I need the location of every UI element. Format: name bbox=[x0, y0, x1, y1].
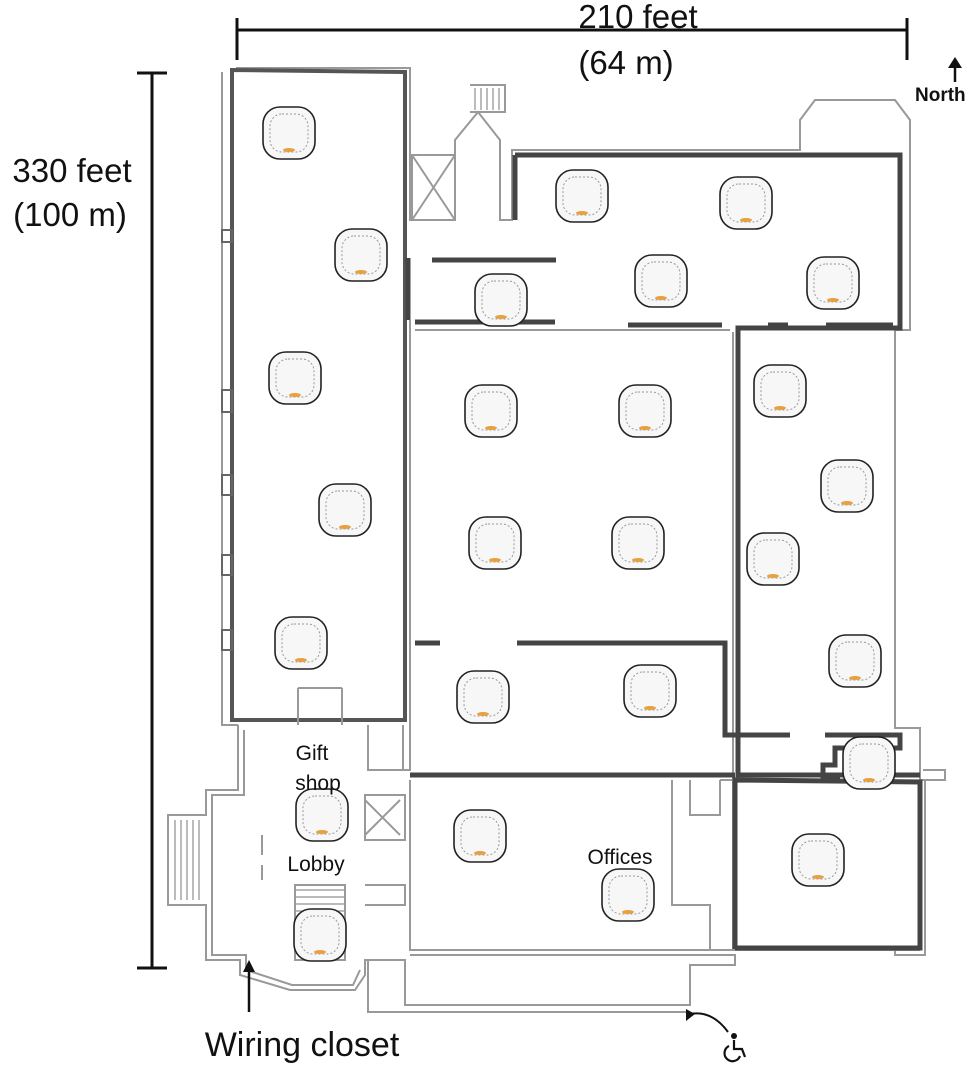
width-meters-label: (64 m) bbox=[578, 44, 673, 81]
height-dimension: 330 feet (100 m) bbox=[12, 71, 167, 970]
offices-label: Offices bbox=[588, 846, 653, 869]
height-meters-label: (100 m) bbox=[13, 196, 127, 233]
access-point-icon bbox=[262, 106, 316, 160]
wheelchair-accessible-icon bbox=[686, 1009, 747, 1063]
access-point-icon bbox=[555, 169, 609, 223]
access-point-icon bbox=[456, 670, 510, 724]
access-points bbox=[262, 106, 896, 962]
access-point-icon bbox=[268, 351, 322, 405]
building-walls bbox=[167, 67, 946, 1013]
lobby-label: Lobby bbox=[287, 853, 345, 876]
access-point-icon bbox=[753, 364, 807, 418]
north-arrow-icon: North bbox=[915, 57, 966, 106]
access-point-icon bbox=[842, 736, 896, 790]
width-dimension: 210 feet (64 m) bbox=[235, 0, 909, 81]
access-point-icon bbox=[318, 483, 372, 537]
access-point-icon bbox=[806, 256, 860, 310]
access-point-icon bbox=[634, 254, 688, 308]
access-point-icon bbox=[719, 176, 773, 230]
access-point-icon bbox=[474, 273, 528, 327]
access-point-icon bbox=[468, 516, 522, 570]
access-point-icon bbox=[601, 868, 655, 922]
access-point-icon bbox=[623, 664, 677, 718]
access-point-icon bbox=[334, 228, 388, 282]
gift-shop-label-line2: shop bbox=[295, 772, 341, 795]
width-feet-label: 210 feet bbox=[578, 0, 697, 35]
access-point-icon bbox=[828, 634, 882, 688]
wiring-closet-callout: Wiring closet bbox=[205, 960, 400, 1064]
height-feet-label: 330 feet bbox=[12, 152, 131, 189]
access-point-icon bbox=[746, 532, 800, 586]
gift-shop-label-line1: Gift bbox=[296, 742, 329, 765]
access-point-icon bbox=[453, 809, 507, 863]
access-point-icon bbox=[274, 616, 328, 670]
access-point-icon bbox=[611, 516, 665, 570]
access-point-icon bbox=[464, 384, 518, 438]
access-point-icon bbox=[295, 788, 349, 842]
access-point-icon bbox=[820, 459, 874, 513]
wiring-closet-label: Wiring closet bbox=[205, 1026, 400, 1064]
north-label: North bbox=[915, 85, 966, 106]
access-point-icon bbox=[293, 908, 347, 962]
access-point-icon bbox=[791, 833, 845, 887]
access-point-icon bbox=[618, 384, 672, 438]
